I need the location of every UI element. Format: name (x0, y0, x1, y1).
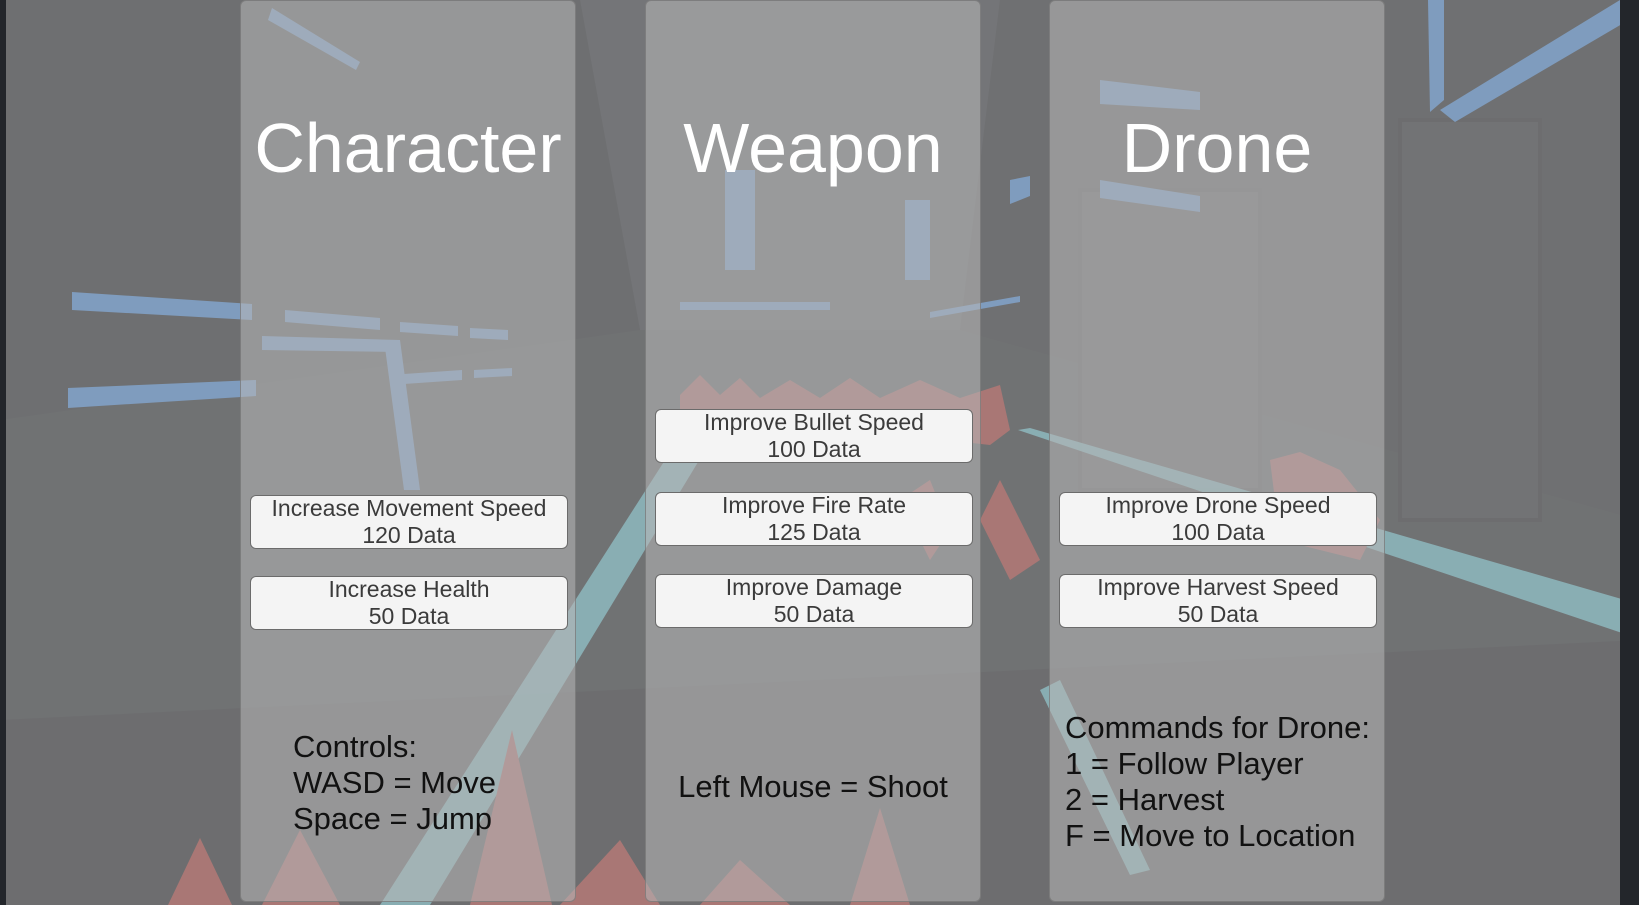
weapon-controls-help: Left Mouse = Shoot (646, 769, 980, 805)
increase-movement-speed-button[interactable]: Increase Movement Speed 120 Data (250, 495, 568, 549)
button-cost: 50 Data (1177, 601, 1259, 627)
weapon-panel-title: Weapon (683, 109, 943, 187)
help-line: Commands for Drone: (1065, 710, 1370, 745)
button-label: Increase Health (328, 576, 490, 602)
button-cost: 50 Data (368, 603, 450, 629)
button-label: Improve Drone Speed (1105, 492, 1331, 518)
help-line: Space = Jump (293, 801, 493, 836)
controls-help: Controls: WASD = Move Space = Jump (293, 729, 496, 837)
improve-bullet-speed-button[interactable]: Improve Bullet Speed 100 Data (655, 409, 973, 463)
button-label: Improve Damage (725, 574, 903, 600)
right-edge-bar (1620, 0, 1639, 905)
button-cost: 100 Data (767, 436, 861, 462)
character-panel-title: Character (254, 109, 562, 187)
drone-commands-help: Commands for Drone: 1 = Follow Player 2 … (1065, 710, 1370, 854)
help-line: WASD = Move (293, 765, 496, 800)
button-cost: 120 Data (362, 522, 456, 548)
increase-health-button[interactable]: Increase Health 50 Data (250, 576, 568, 630)
help-line: Left Mouse = Shoot (678, 769, 948, 804)
help-line: F = Move to Location (1065, 818, 1356, 853)
help-line: 2 = Harvest (1065, 782, 1225, 817)
button-label: Increase Movement Speed (271, 495, 547, 521)
help-line: Controls: (293, 729, 418, 764)
improve-harvest-speed-button[interactable]: Improve Harvest Speed 50 Data (1059, 574, 1377, 628)
improve-damage-button[interactable]: Improve Damage 50 Data (655, 574, 973, 628)
improve-drone-speed-button[interactable]: Improve Drone Speed 100 Data (1059, 492, 1377, 546)
drone-panel-title: Drone (1121, 109, 1313, 187)
help-line: 1 = Follow Player (1065, 746, 1304, 781)
improve-fire-rate-button[interactable]: Improve Fire Rate 125 Data (655, 492, 973, 546)
button-label: Improve Fire Rate (721, 492, 907, 518)
button-label: Improve Bullet Speed (704, 409, 924, 435)
button-cost: 100 Data (1171, 519, 1265, 545)
weapon-panel: Weapon Improve Bullet Speed 100 Data Imp… (645, 0, 981, 902)
left-edge-bar (0, 0, 6, 905)
character-panel: Character Increase Movement Speed 120 Da… (240, 0, 576, 902)
button-cost: 125 Data (767, 519, 861, 545)
button-label: Improve Harvest Speed (1097, 574, 1339, 600)
drone-panel: Drone Improve Drone Speed 100 Data Impro… (1049, 0, 1385, 902)
button-cost: 50 Data (773, 601, 855, 627)
